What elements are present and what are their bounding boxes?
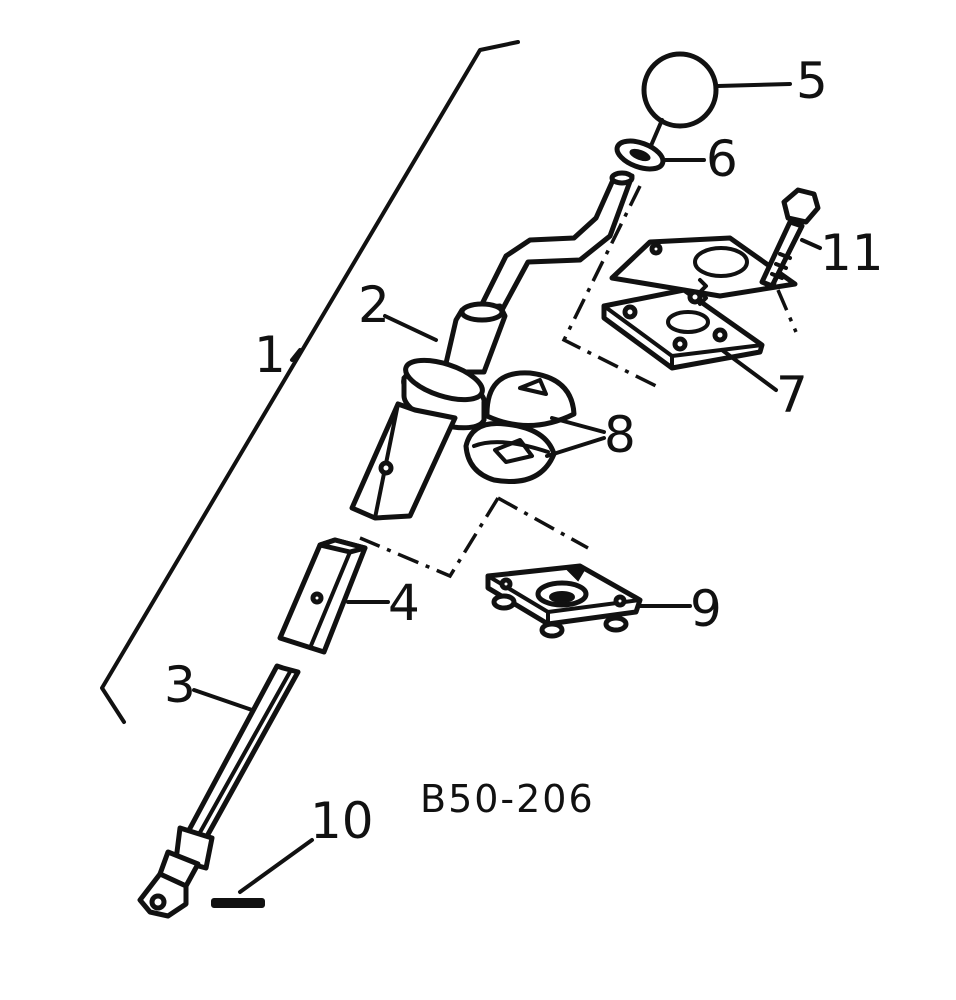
washer-part [614, 138, 666, 172]
pin-part [211, 898, 265, 908]
callout-9: 9 [690, 580, 722, 638]
callout-7: 7 [776, 366, 808, 424]
assembly-bracket [100, 40, 520, 724]
lower-plate-part [485, 563, 643, 639]
callout-2: 2 [358, 276, 390, 334]
callout-8: 8 [604, 406, 636, 464]
callout-labels: 5 6 11 2 1 7 8 4 9 3 10 B50-206 [164, 52, 884, 850]
callout-6: 6 [706, 130, 738, 188]
knob-part [641, 51, 719, 129]
sleeve-part [277, 537, 368, 655]
callout-4: 4 [388, 574, 420, 632]
lower-shaft-part [137, 663, 301, 919]
knob-axis-line [648, 118, 664, 150]
drawing-code: B50-206 [420, 777, 595, 821]
callout-10: 10 [310, 792, 374, 850]
callout-leaders [192, 82, 822, 894]
callout-11: 11 [820, 224, 884, 282]
cups-part [463, 370, 577, 484]
callout-5: 5 [796, 52, 828, 110]
bolt-part [698, 187, 821, 306]
lever-part [349, 170, 635, 521]
assembly-guide-lines [359, 185, 798, 579]
callout-1: 1 [254, 326, 286, 384]
callout-3: 3 [164, 656, 196, 714]
